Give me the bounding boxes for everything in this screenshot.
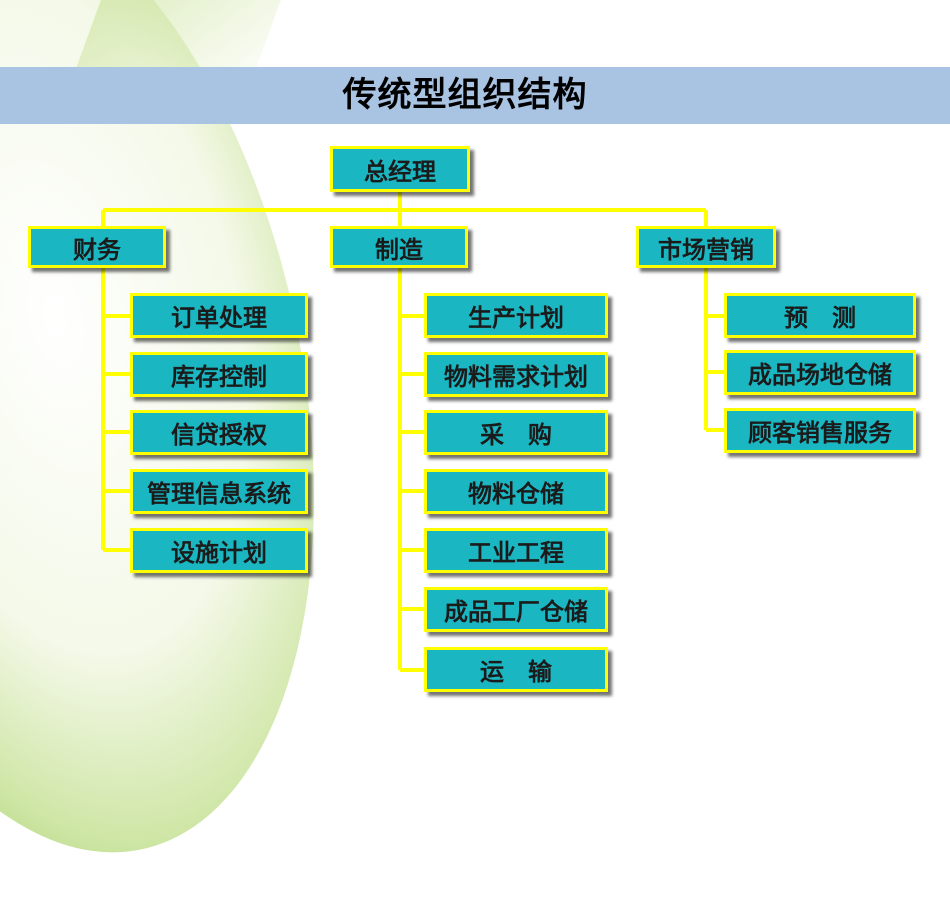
node-dept-marketing: 市场营销 — [636, 226, 776, 268]
node-manufacturing-child: 成品工厂仓储 — [424, 587, 608, 632]
node-manufacturing-child: 生产计划 — [424, 293, 608, 338]
node-finance-child: 信贷授权 — [130, 410, 308, 455]
title-bar — [0, 67, 950, 124]
node-finance-child: 订单处理 — [130, 293, 308, 338]
connector-lines — [101, 192, 724, 672]
node-manufacturing-child: 采 购 — [424, 410, 608, 455]
node-manufacturing-child: 物料仓储 — [424, 469, 608, 514]
node-manufacturing-child: 工业工程 — [424, 528, 608, 573]
node-marketing-child: 成品场地仓储 — [724, 350, 916, 395]
node-dept-finance: 财务 — [28, 226, 166, 268]
node-dept-manufacturing: 制造 — [330, 226, 468, 268]
node-manufacturing-child: 物料需求计划 — [424, 352, 608, 397]
node-finance-child: 设施计划 — [130, 528, 308, 573]
node-marketing-child: 顾客销售服务 — [724, 408, 916, 453]
node-manufacturing-child: 运 输 — [424, 647, 608, 692]
node-root: 总经理 — [330, 146, 470, 192]
node-finance-child: 库存控制 — [130, 352, 308, 397]
node-marketing-child: 预 测 — [724, 293, 916, 338]
node-finance-child: 管理信息系统 — [130, 469, 308, 514]
page-title: 传统型组织结构 — [342, 75, 588, 115]
